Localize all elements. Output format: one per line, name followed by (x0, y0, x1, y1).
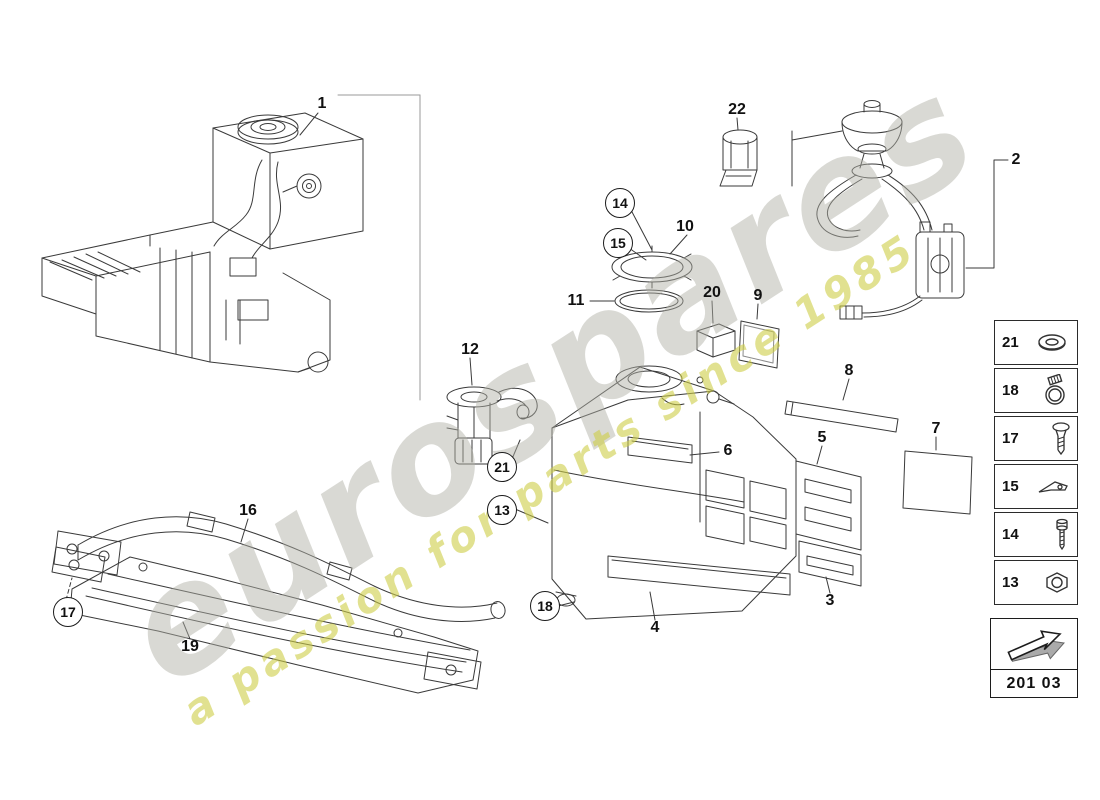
callout-12[interactable]: 12 (461, 341, 479, 358)
part-box-17[interactable]: 17 (994, 416, 1078, 461)
part-22-sensor-drawing (719, 129, 758, 187)
callout-16[interactable]: 16 (239, 502, 257, 519)
callout-11[interactable]: 11 (567, 292, 585, 309)
part-box-18[interactable]: 18 (994, 368, 1078, 413)
part-12-pump-flange-drawing (446, 386, 538, 465)
part-8-strip-drawing (784, 400, 899, 433)
callout-17[interactable]: 17 (53, 597, 83, 627)
callout-15[interactable]: 15 (603, 228, 633, 258)
part-19-heat-shield-drawing (51, 546, 482, 694)
callout-18[interactable]: 18 (530, 591, 560, 621)
callout-1[interactable]: 1 (317, 95, 327, 112)
next-section-button[interactable] (991, 619, 1077, 670)
part-box-number: 17 (1002, 430, 1019, 447)
screw-icon (1052, 421, 1070, 455)
bolt-icon (1056, 518, 1068, 550)
callout-8[interactable]: 8 (844, 362, 854, 379)
leader-lines (182, 112, 1009, 640)
part-1-tank-assembly-drawing (41, 112, 364, 373)
page-code-box: 201 03 (990, 618, 1078, 698)
part-11-seal-ring-drawing (614, 289, 684, 313)
washer-icon (1038, 333, 1066, 351)
callout-20[interactable]: 20 (703, 284, 721, 301)
nut-icon (1046, 571, 1068, 593)
part-7-panel-drawing (902, 450, 973, 515)
page-code-label: 201 03 (1006, 674, 1062, 692)
part-box-number: 15 (1002, 478, 1019, 495)
callout-7[interactable]: 7 (931, 420, 941, 437)
part-box-14[interactable]: 14 (994, 512, 1078, 557)
part-2-fuel-sender-drawing (791, 100, 965, 320)
part-box-15[interactable]: 15 (994, 464, 1078, 509)
hardware-parts-column: 21 18 17 (994, 320, 1078, 608)
clip-icon (1038, 480, 1068, 493)
callout-14[interactable]: 14 (605, 188, 635, 218)
part-box-number: 21 (1002, 334, 1019, 351)
callout-2[interactable]: 2 (1011, 151, 1021, 168)
callout-3[interactable]: 3 (825, 592, 835, 609)
part-box-21[interactable]: 21 (994, 320, 1078, 365)
part-box-number: 14 (1002, 526, 1019, 543)
part-9-pad-drawing (738, 320, 780, 369)
callout-9[interactable]: 9 (753, 287, 763, 304)
part-3-bracket-drawing (798, 540, 862, 587)
callout-21[interactable]: 21 (487, 452, 517, 482)
callout-13[interactable]: 13 (487, 495, 517, 525)
arrow-icon (1007, 630, 1065, 662)
callout-4[interactable]: 4 (650, 619, 660, 636)
callout-10[interactable]: 10 (676, 218, 694, 235)
part-box-number: 13 (1002, 574, 1019, 591)
callout-19[interactable]: 19 (181, 638, 199, 655)
part-20-foam-block-drawing (696, 323, 736, 358)
part-1-frame-lines (337, 94, 421, 401)
callout-5[interactable]: 5 (817, 429, 827, 446)
clamp-icon (1045, 373, 1065, 405)
part-box-number: 18 (1002, 382, 1019, 399)
callout-22[interactable]: 22 (728, 101, 746, 118)
part-box-13[interactable]: 13 (994, 560, 1078, 605)
callout-6[interactable]: 6 (723, 442, 733, 459)
